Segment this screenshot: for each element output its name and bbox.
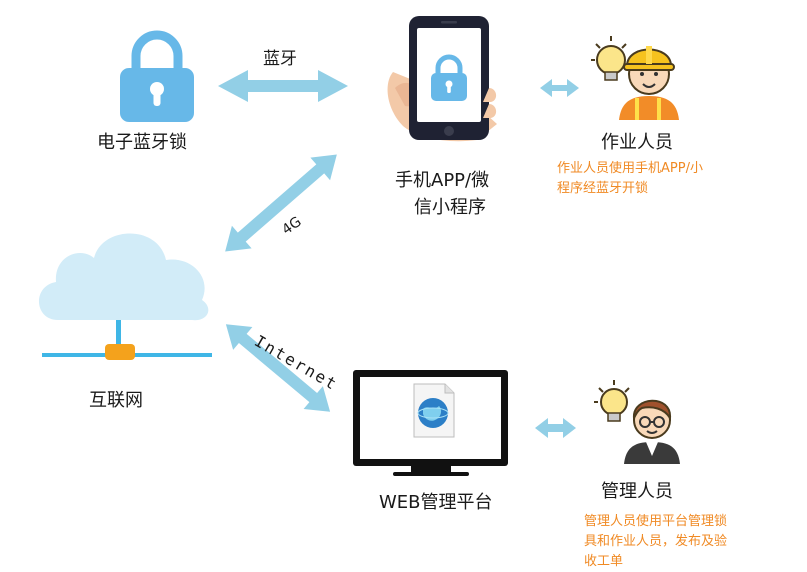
worker-label: 作业人员 — [601, 132, 673, 153]
lock-label: 电子蓝牙锁 — [97, 132, 187, 153]
smartphone-icon — [387, 16, 497, 142]
cloud-icon — [38, 233, 212, 360]
worker-desc-line2: 程序经蓝牙开锁 — [557, 181, 649, 196]
lightbulb-icon — [594, 380, 630, 422]
web-label: WEB管理平台 — [379, 492, 493, 513]
phone-label-line1: 手机APP/微 — [395, 170, 490, 191]
lightbulb-icon — [591, 36, 627, 81]
worker-avatar-icon — [591, 36, 679, 120]
manager-avatar-icon — [594, 380, 680, 464]
phone-label-line2: 信小程序 — [414, 197, 486, 218]
manager-desc-line1: 管理人员使用平台管理锁 — [584, 514, 728, 529]
monitor-icon — [353, 370, 508, 476]
padlock-icon — [120, 30, 194, 122]
manager-desc-line3: 收工单 — [584, 554, 624, 569]
internet-label: 互联网 — [89, 390, 143, 411]
manager-desc-line2: 具和作业人员，发布及验 — [584, 534, 728, 549]
manager-label: 管理人员 — [601, 481, 673, 502]
worker-desc-line1: 作业人员使用手机APP/小 — [557, 161, 703, 176]
bluetooth-link-label: 蓝牙 — [263, 49, 297, 69]
